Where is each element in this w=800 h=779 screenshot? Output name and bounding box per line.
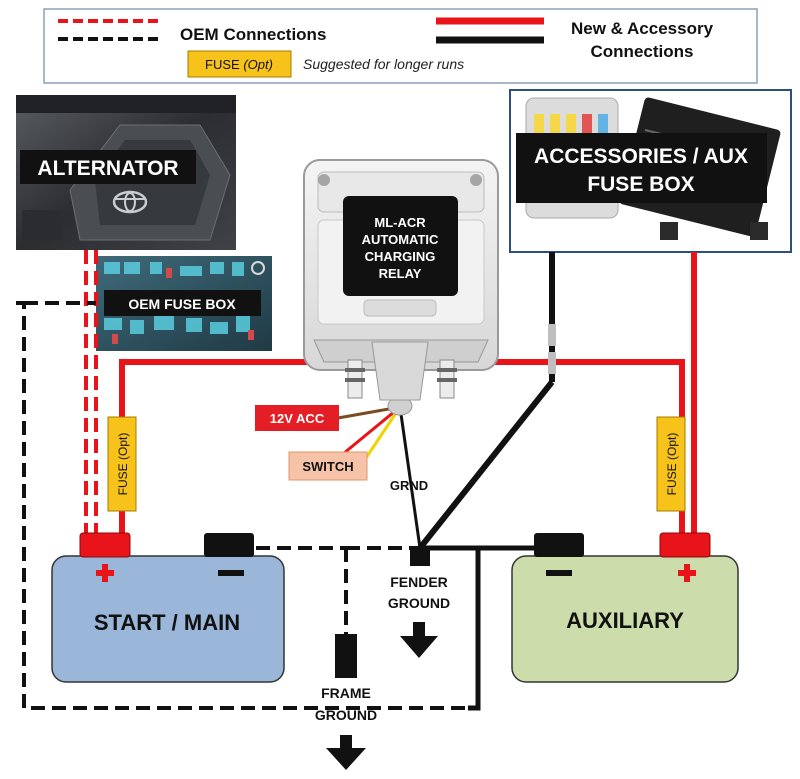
legend-new-label-line1: New & Accessory <box>571 19 714 38</box>
ml-acr-relay: ML-ACR AUTOMATIC CHARGING RELAY <box>303 159 499 401</box>
acr-label-line1: ML-ACR <box>374 215 426 230</box>
minus-icon <box>546 570 572 576</box>
fender-ground: FENDER GROUND <box>388 546 450 658</box>
aux-battery-label: AUXILIARY <box>566 608 684 633</box>
oem-fuse-box-label: OEM FUSE BOX <box>128 296 236 312</box>
frame-ground-label-line1: FRAME <box>321 685 371 701</box>
acr-label-line3: CHARGING <box>365 249 436 264</box>
legend-oem-label: OEM Connections <box>180 25 326 44</box>
acc-12v-box <box>255 405 339 431</box>
legend-fuse-note: Suggested for longer runs <box>303 56 464 72</box>
aux-neg-terminal <box>534 533 584 557</box>
switch-lead-red <box>337 405 401 460</box>
fuse-left: FUSE (Opt) <box>107 416 137 512</box>
acr-label-line4: RELAY <box>379 266 422 281</box>
fender-ground-lug <box>410 546 430 566</box>
grnd-label: GRND <box>390 478 428 493</box>
aux-battery: AUXILIARY <box>511 532 739 683</box>
frame-ground-label-line2: GROUND <box>315 707 377 723</box>
start-battery: START / MAIN <box>51 532 285 683</box>
accessories-label-line1: ACCESSORIES / AUX <box>534 145 748 168</box>
oem-black-frame-loop <box>16 301 468 710</box>
accessories-fuse-box: ACCESSORIES / AUX FUSE BOX <box>509 89 792 253</box>
aux-pos-terminal <box>659 532 711 558</box>
fender-ground-label-line2: GROUND <box>388 595 450 611</box>
red-wire-start-to-acr <box>119 359 350 537</box>
ground-arrow-icon <box>400 622 438 658</box>
ground-arrow-icon <box>326 735 366 770</box>
fuse-right-label: FUSE (Opt) <box>665 433 679 496</box>
alternator-label: ALTERNATOR <box>37 157 178 180</box>
start-neg-terminal <box>204 533 254 557</box>
acr-label-panel <box>343 196 458 296</box>
control-labels: 12V ACC SWITCH GRND <box>255 405 428 493</box>
legend: OEM Connections New & Accessory Connecti… <box>43 8 758 84</box>
switch-lead-yellow <box>364 406 402 459</box>
frame-ground-lug <box>335 634 357 678</box>
plus-icon <box>678 564 696 582</box>
accessories-label-line2: FUSE BOX <box>587 173 694 196</box>
acr-label-line2: AUTOMATIC <box>362 232 439 247</box>
legend-fuse-swatch <box>187 50 292 78</box>
legend-fuse-tag: FUSE (Opt) <box>205 57 273 72</box>
red-wire-acr-to-aux <box>430 359 685 537</box>
alternator-label-box <box>20 150 196 184</box>
legend-new-label-line2: Connections <box>591 42 694 61</box>
frame-ground: FRAME GROUND <box>315 634 377 770</box>
oem-fuse-box-label-box <box>104 290 261 316</box>
start-battery-label: START / MAIN <box>94 610 240 635</box>
switch-label: SWITCH <box>302 459 353 474</box>
black-wire-to-fender <box>417 380 555 550</box>
acr-ground-wire <box>398 406 422 549</box>
switch-box <box>288 451 368 481</box>
fuse-right: FUSE (Opt) <box>656 416 686 512</box>
plus-icon <box>96 564 114 582</box>
fender-ground-label-line1: FENDER <box>390 574 448 590</box>
accessories-label-box <box>516 133 767 203</box>
alternator-photo: ALTERNATOR <box>16 95 236 250</box>
minus-icon <box>218 570 244 576</box>
wires <box>16 250 697 711</box>
acc-12v-label: 12V ACC <box>270 411 325 426</box>
black-wire-frame <box>468 548 481 711</box>
fuse-left-label: FUSE (Opt) <box>116 433 130 496</box>
oem-fuse-box-photo: OEM FUSE BOX <box>96 256 272 351</box>
start-pos-terminal <box>79 532 131 558</box>
